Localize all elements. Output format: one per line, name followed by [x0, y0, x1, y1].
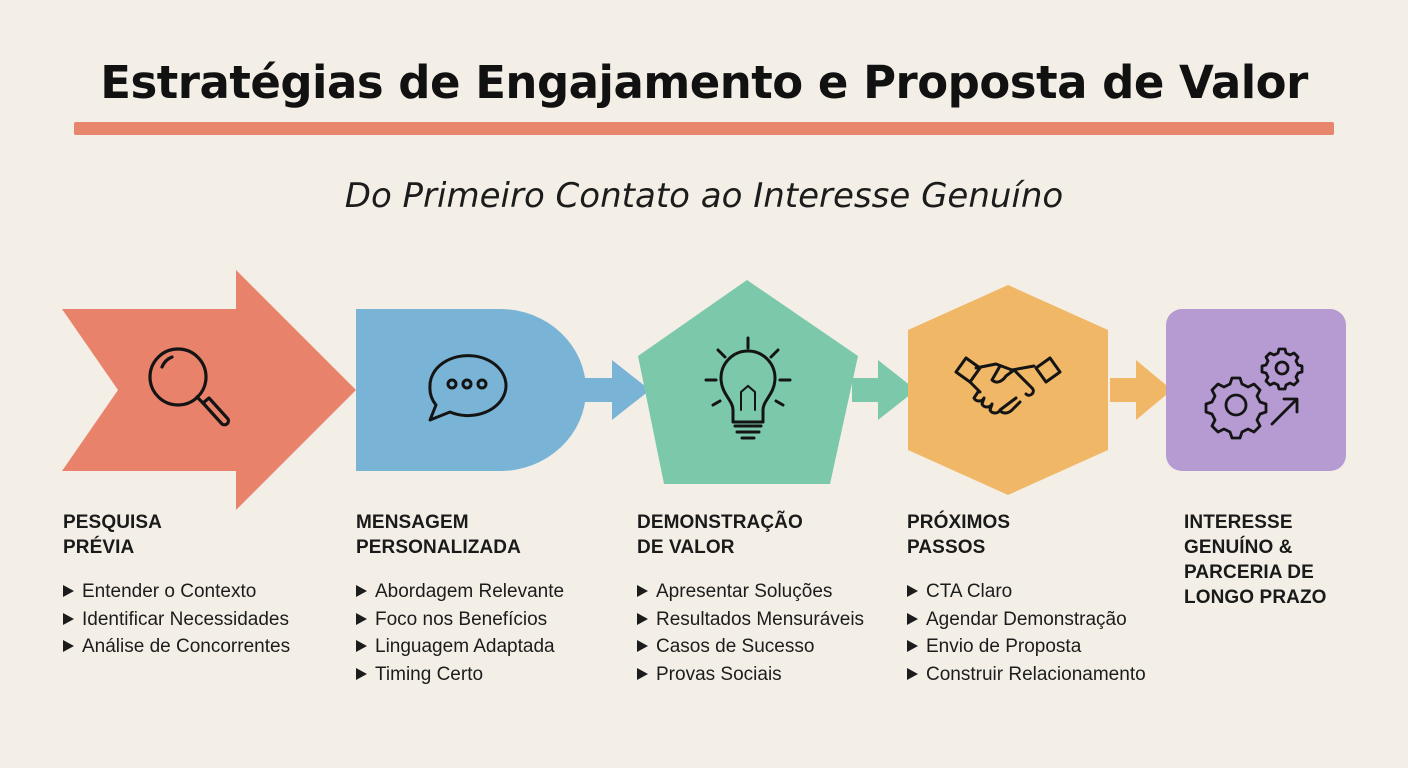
list-item: Identificar Necessidades	[63, 606, 290, 634]
list-item: Foco nos Benefícios	[356, 606, 564, 634]
bullet-triangle-icon	[907, 612, 918, 625]
list-item: Agendar Demonstração	[907, 606, 1146, 634]
list-item: Resultados Mensuráveis	[637, 606, 864, 634]
step-2-shape	[356, 309, 586, 471]
bullet-triangle-icon	[356, 667, 367, 680]
bullet-triangle-icon	[637, 585, 648, 597]
title-underline	[74, 122, 1334, 135]
page-title: Estratégias de Engajamento e Proposta de…	[100, 56, 1308, 109]
step-4-details: PRÓXIMOS PASSOS CTA Claro Agendar Demons…	[907, 510, 1146, 688]
lightbulb-icon	[704, 336, 792, 440]
bullet-triangle-icon	[356, 585, 367, 597]
magnifying-glass-icon	[148, 347, 231, 427]
step-3-list: Apresentar Soluções Resultados Mensuráve…	[637, 578, 864, 688]
handshake-icon	[954, 356, 1062, 415]
list-item: Casos de Sucesso	[637, 633, 864, 661]
bullet-triangle-icon	[63, 585, 74, 597]
step-3-details: DEMONSTRAÇÃO DE VALOR Apresentar Soluçõe…	[637, 510, 864, 688]
connector-arrow-3	[852, 360, 916, 420]
list-item: Entender o Contexto	[63, 578, 290, 606]
step-2-list: Abordagem Relevante Foco nos Benefícios …	[356, 578, 564, 688]
step-1-list: Entender o Contexto Identificar Necessid…	[63, 578, 290, 661]
list-item: Timing Certo	[356, 661, 564, 689]
list-item: Apresentar Soluções	[637, 578, 864, 606]
step-2-title: MENSAGEM PERSONALIZADA	[356, 512, 521, 558]
bullet-triangle-icon	[356, 640, 367, 652]
bullet-triangle-icon	[907, 640, 918, 652]
list-item: Construir Relacionamento	[907, 661, 1146, 689]
bullet-triangle-icon	[63, 612, 74, 625]
step-1-title: PESQUISA PRÉVIA	[63, 512, 162, 558]
list-item: Análise de Concorrentes	[63, 633, 290, 661]
bullet-triangle-icon	[637, 640, 648, 652]
list-item: Linguagem Adaptada	[356, 633, 564, 661]
bullet-triangle-icon	[907, 585, 918, 597]
connector-arrow-4	[1110, 360, 1172, 420]
bullet-triangle-icon	[637, 667, 648, 680]
bullet-triangle-icon	[356, 612, 367, 625]
step-5-title: INTERESSE GENUÍNO & PARCERIA DE LONGO PR…	[1184, 512, 1327, 608]
step-3-title: DEMONSTRAÇÃO DE VALOR	[637, 512, 803, 558]
step-4-list: CTA Claro Agendar Demonstração Envio de …	[907, 578, 1146, 688]
bullet-triangle-icon	[907, 667, 918, 680]
bullet-triangle-icon	[63, 640, 74, 652]
step-4-shape	[908, 285, 1108, 495]
list-item: Envio de Proposta	[907, 633, 1146, 661]
step-4-title: PRÓXIMOS PASSOS	[907, 512, 1011, 558]
list-item: CTA Claro	[907, 578, 1146, 606]
list-item: Provas Sociais	[637, 661, 864, 689]
step-1-shape	[62, 270, 356, 510]
chat-bubble-icon	[428, 354, 508, 422]
step-5-details: INTERESSE GENUÍNO & PARCERIA DE LONGO PR…	[1184, 510, 1327, 628]
page-subtitle: Do Primeiro Contato ao Interesse Genuíno	[344, 176, 1064, 216]
connector-arrow-2	[585, 360, 650, 420]
gears-growth-icon	[1204, 347, 1304, 440]
list-item: Abordagem Relevante	[356, 578, 564, 606]
step-3-shape	[638, 280, 858, 484]
step-1-details: PESQUISA PRÉVIA Entender o Contexto Iden…	[63, 510, 290, 661]
step-2-details: MENSAGEM PERSONALIZADA Abordagem Relevan…	[356, 510, 564, 688]
bullet-triangle-icon	[637, 612, 648, 625]
step-5-shape	[1166, 309, 1346, 471]
